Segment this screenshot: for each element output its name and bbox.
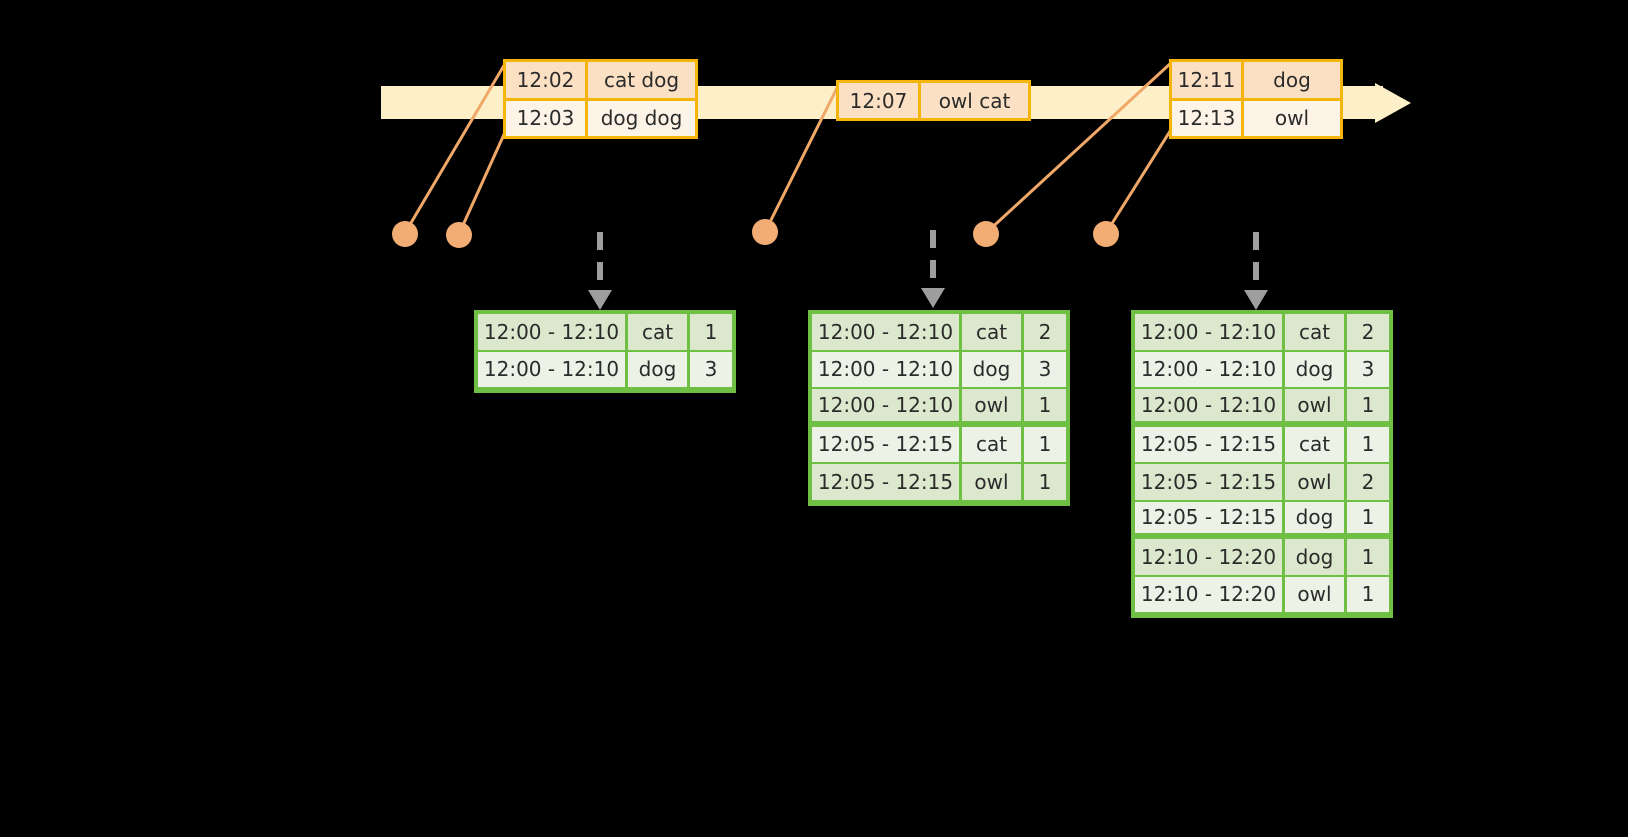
cell-window: 12:00 - 12:10 xyxy=(1135,314,1285,352)
cell-window: 12:05 - 12:15 xyxy=(1135,464,1285,502)
cell-count: 1 xyxy=(1347,576,1389,614)
event-words: owl xyxy=(1274,106,1310,131)
cell-window: 12:00 - 12:10 xyxy=(812,351,962,389)
cell-count: 1 xyxy=(1024,389,1066,423)
cell-count: 1 xyxy=(1347,539,1389,577)
event-row: 12:03 dog dog xyxy=(506,97,695,136)
cell-window: 12:00 - 12:10 xyxy=(1135,351,1285,389)
cell-word: cat xyxy=(1285,314,1347,352)
event-time: 12:13 xyxy=(1172,100,1244,136)
timeline-arrowhead xyxy=(1375,83,1411,123)
cell-count: 1 xyxy=(1024,464,1066,502)
cell-word: dog xyxy=(1285,501,1347,535)
event-box-1[interactable]: 12:02 cat dog 12:03 dog dog xyxy=(503,59,698,139)
event-row: 12:13 owl xyxy=(1172,97,1340,136)
cell-window: 12:00 - 12:10 xyxy=(478,351,628,389)
cell-count: 1 xyxy=(690,314,732,352)
cell-word: cat xyxy=(962,314,1024,352)
connector-dot-2 xyxy=(446,222,472,248)
cell-count: 2 xyxy=(1347,464,1389,502)
cell-window: 12:05 - 12:15 xyxy=(1135,426,1285,464)
event-words: dog dog xyxy=(600,106,683,131)
dashed-arrow-head-2 xyxy=(921,288,945,308)
event-words: cat dog xyxy=(603,67,680,92)
cell-word: dog xyxy=(628,351,690,389)
connector-dot-5 xyxy=(1093,221,1119,247)
cell-word: cat xyxy=(628,314,690,352)
cell-word: owl xyxy=(962,389,1024,423)
event-time: 12:02 xyxy=(506,62,588,98)
dashed-arrow-head-3 xyxy=(1244,290,1268,310)
cell-word: owl xyxy=(962,464,1024,502)
cell-count: 1 xyxy=(1347,501,1389,535)
connector-dot-4 xyxy=(973,221,999,247)
event-box-3[interactable]: 12:11 dog 12:13 owl xyxy=(1169,59,1343,139)
event-row: 12:02 cat dog xyxy=(506,62,695,98)
cell-count: 2 xyxy=(1024,314,1066,352)
event-time: 12:03 xyxy=(506,100,588,136)
connector-line-2 xyxy=(457,129,508,235)
cell-window: 12:00 - 12:10 xyxy=(478,314,628,352)
cell-word: owl xyxy=(1285,576,1347,614)
cell-word: cat xyxy=(962,426,1024,464)
cell-count: 3 xyxy=(1024,351,1066,389)
cell-word: owl xyxy=(1285,464,1347,502)
cell-window: 12:10 - 12:20 xyxy=(1135,539,1285,577)
cell-window: 12:05 - 12:15 xyxy=(812,464,962,502)
event-words: owl cat xyxy=(938,88,1011,113)
event-time: 12:11 xyxy=(1172,62,1244,98)
cell-word: dog xyxy=(962,351,1024,389)
cell-count: 3 xyxy=(690,351,732,389)
event-box-2[interactable]: 12:07 owl cat xyxy=(836,80,1031,121)
event-words: dog xyxy=(1273,67,1311,92)
cell-count: 1 xyxy=(1347,426,1389,464)
connector-dot-3 xyxy=(752,219,778,245)
cell-window: 12:00 - 12:10 xyxy=(1135,389,1285,423)
cell-count: 1 xyxy=(1024,426,1066,464)
cell-word: cat xyxy=(1285,426,1347,464)
event-time: 12:07 xyxy=(839,83,921,118)
cell-window: 12:05 - 12:15 xyxy=(812,426,962,464)
cell-word: owl xyxy=(1285,389,1347,423)
cell-window: 12:00 - 12:10 xyxy=(812,314,962,352)
dashed-arrow-head-1 xyxy=(588,290,612,310)
cell-window: 12:05 - 12:15 xyxy=(1135,501,1285,535)
cell-count: 1 xyxy=(1347,389,1389,423)
cell-window: 12:10 - 12:20 xyxy=(1135,576,1285,614)
cell-count: 3 xyxy=(1347,351,1389,389)
connector-line-5 xyxy=(1104,127,1174,234)
event-row: 12:11 dog xyxy=(1172,62,1340,98)
cell-word: dog xyxy=(1285,351,1347,389)
cell-count: 2 xyxy=(1347,314,1389,352)
cell-word: dog xyxy=(1285,539,1347,577)
connector-dot-1 xyxy=(392,221,418,247)
cell-window: 12:00 - 12:10 xyxy=(812,389,962,423)
event-row: 12:07 owl cat xyxy=(839,83,1028,118)
